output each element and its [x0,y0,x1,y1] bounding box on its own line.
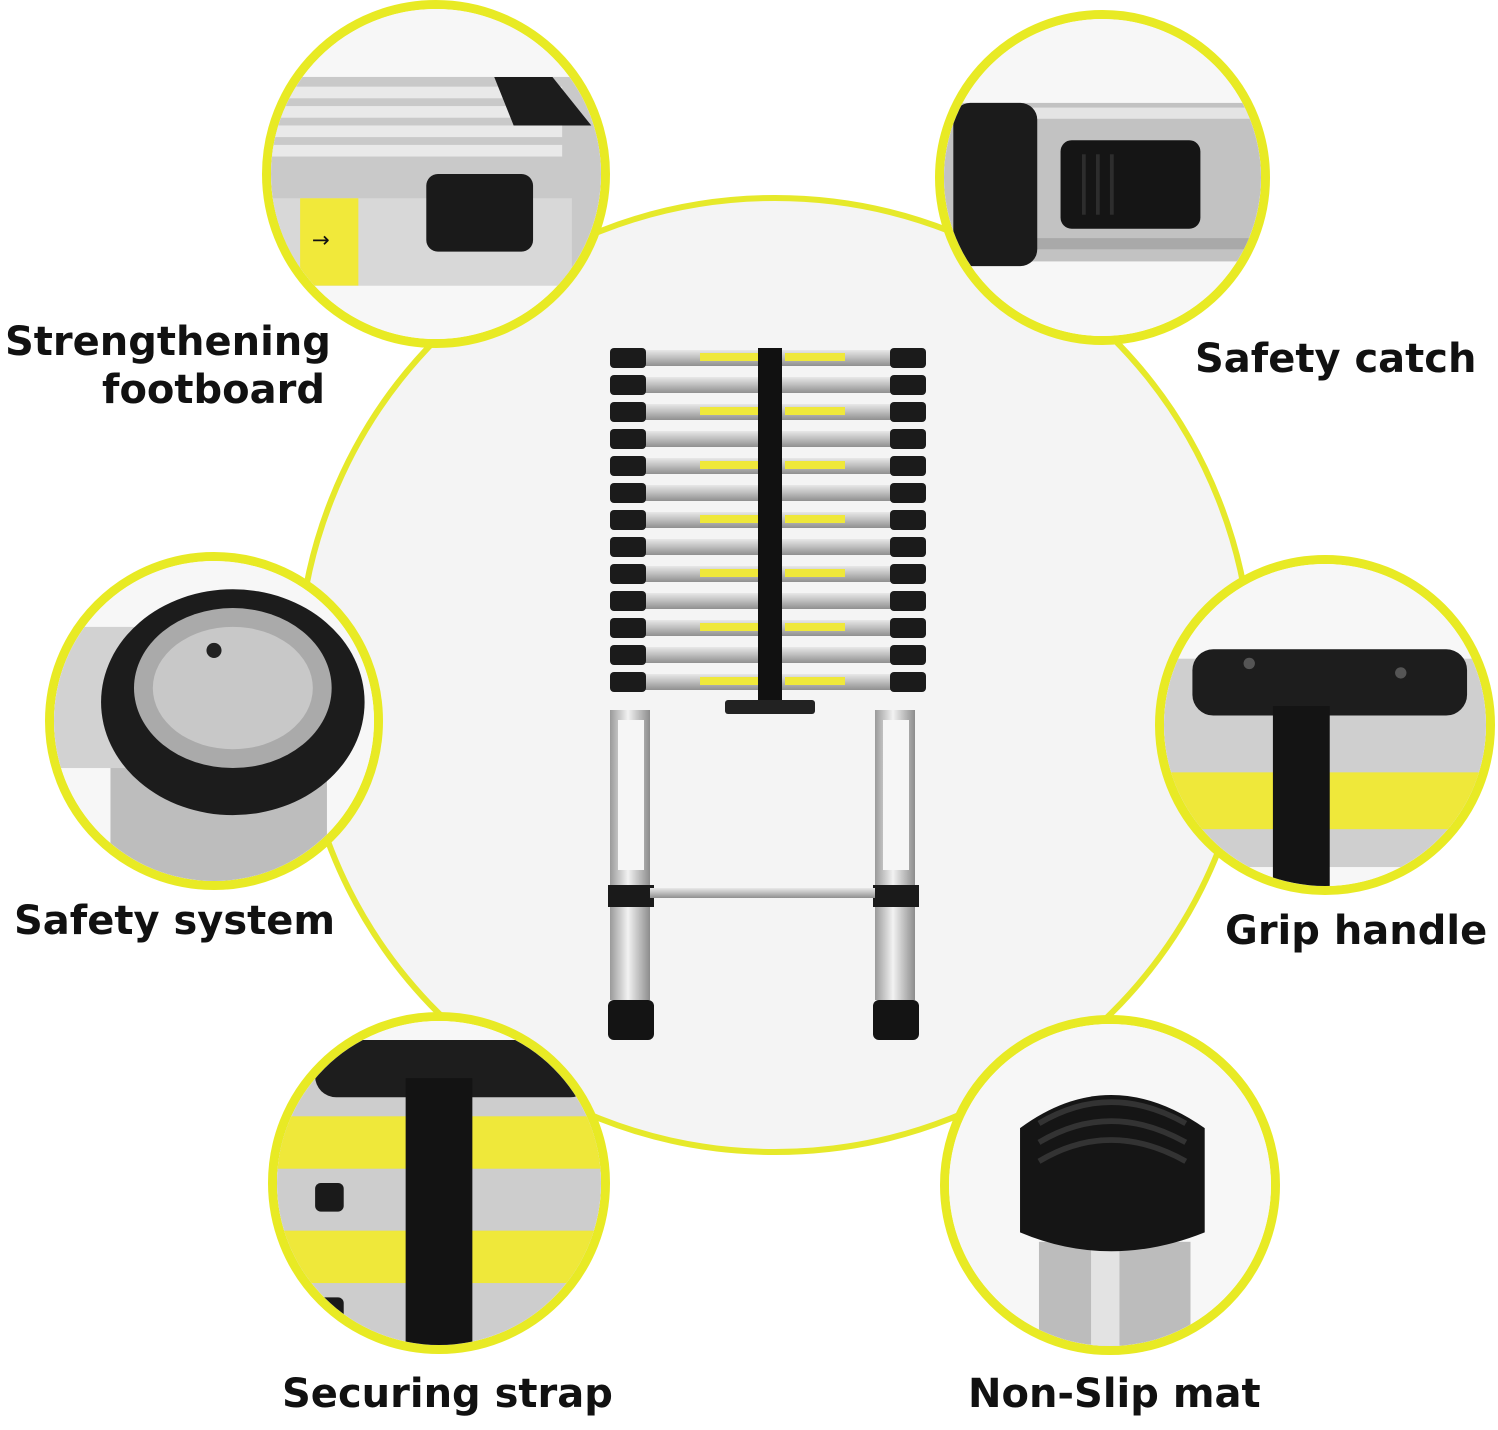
ladder-rung-cap [890,483,926,503]
ladder-warning-sticker [785,677,845,685]
ladder-rung-cap [890,564,926,584]
label-footboard-line2: footboard [102,367,325,413]
safety-system-detail [45,552,383,890]
safety-catch-detail [935,10,1270,345]
ladder-rung-cap [890,510,926,530]
ladder-rung-cap [890,456,926,476]
ladder-warning-sticker [700,623,760,631]
ladder-rung-cap [890,402,926,422]
ladder-rung-cap [890,618,926,638]
label-strengthening-footboard: Strengthening footboard [5,318,331,414]
ladder-rung-cap [610,591,646,611]
footboard-closeup-icon: → [271,9,601,339]
ladder-warning-sticker [700,353,760,361]
ladder-rung-cap [610,510,646,530]
ladder-warning-sticker [785,515,845,523]
ladder-rung-cap [890,537,926,557]
safety-system-closeup-icon [54,561,374,881]
ladder-warning-sticker [785,461,845,469]
label-securing-strap: Securing strap [282,1371,613,1417]
ladder-rung-cap [610,483,646,503]
ladder-rung-cap [610,402,646,422]
label-safety-catch: Safety catch [1195,336,1477,382]
strengthening-footboard-detail: → [262,0,610,348]
ladder-rung-cap [890,591,926,611]
ladder-rung-cap [890,672,926,692]
ladder-rung-cap [610,537,646,557]
ladder-rung-cap [610,672,646,692]
ladder-warning-sticker [785,407,845,415]
ladder-warning-sticker [785,353,845,361]
securing-strap-detail [268,1012,610,1354]
ladder-rung-cap [890,429,926,449]
ladder-rung-cap [610,618,646,638]
label-grip-handle: Grip handle [1225,908,1488,954]
ladder-warning-sticker [700,677,760,685]
ladder-warning-sticker [700,569,760,577]
non-slip-foot-closeup-icon [949,1024,1271,1346]
ladder-rung-cap [610,375,646,395]
ladder-rung-cap [610,429,646,449]
ladder-rung-cap [610,348,646,368]
safety-catch-closeup-icon [944,19,1261,336]
ladder-rung-cap [610,564,646,584]
ladder-warning-sticker [700,461,760,469]
ladder-rung-cap [890,375,926,395]
ladder-warning-sticker [700,407,760,415]
securing-strap-closeup-icon [277,1021,601,1345]
non-slip-mat-detail [940,1015,1280,1355]
telescopic-ladder-image [600,330,940,1050]
ladder-rung-cap [610,456,646,476]
ladder-warning-sticker [785,569,845,577]
ladder-rung-cap [890,645,926,665]
ladder-warning-sticker [785,623,845,631]
svg-text:→: → [312,228,330,253]
grip-handle-closeup-icon [1164,564,1486,886]
ladder-rung-cap [890,348,926,368]
ladder-warning-sticker [700,515,760,523]
label-strengthening-line1: Strengthening [5,319,331,365]
label-non-slip-mat: Non-Slip mat [968,1371,1261,1417]
grip-handle-detail [1155,555,1495,895]
ladder-rung-cap [610,645,646,665]
label-safety-system: Safety system [14,898,336,944]
